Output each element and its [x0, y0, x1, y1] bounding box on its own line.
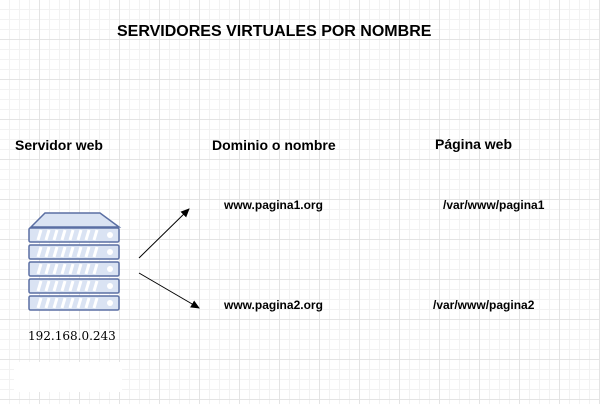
arrow-to-domain-1 — [138, 208, 190, 259]
domain-2-label: www.pagina2.org — [224, 298, 323, 312]
diagram-title: SERVIDORES VIRTUALES POR NOMBRE — [117, 23, 432, 40]
server-ip-address: 192.168.0.243 — [28, 329, 116, 343]
server-unit-2 — [28, 244, 120, 260]
server-unit-1 — [28, 227, 120, 243]
server-unit-3 — [28, 261, 120, 277]
page-path-2-label: /var/www/pagina2 — [433, 298, 535, 312]
column-label-server: Servidor web — [15, 137, 103, 153]
column-label-domain: Dominio o nombre — [212, 137, 336, 153]
arrow-to-domain-2 — [138, 272, 200, 309]
server-unit-5 — [28, 295, 120, 311]
column-label-page: Página web — [435, 136, 513, 152]
server-unit-4 — [28, 278, 120, 294]
domain-1-label: www.pagina1.org — [224, 198, 323, 212]
blank-area — [14, 362, 122, 392]
server-rack-icon — [28, 212, 122, 311]
page-path-1-label: /var/www/pagina1 — [443, 198, 545, 212]
